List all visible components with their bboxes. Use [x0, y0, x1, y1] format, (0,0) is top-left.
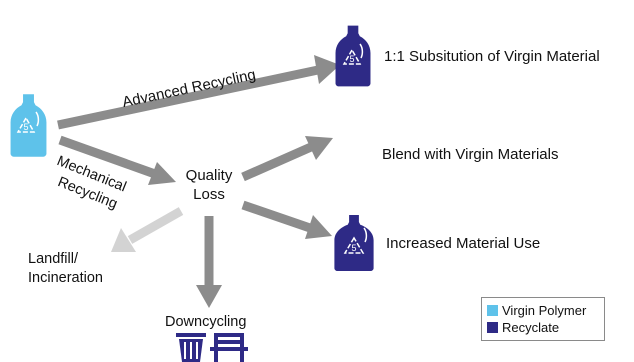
outcome-increased-use-label: Increased Material Use: [386, 235, 541, 252]
landfill-line2: Incineration: [28, 270, 103, 286]
recycle-code-blend: 5: [349, 137, 354, 147]
arrow-to-landfill: [111, 207, 184, 252]
downcycling-label: Downcycling: [165, 314, 247, 330]
legend-swatch-virgin: [487, 305, 498, 316]
recyclate-bottle-icon: 5: [335, 25, 371, 87]
landfill-label: Landfill/ Incineration: [28, 250, 103, 288]
legend-label-recyclate: Recyclate: [502, 320, 560, 335]
arrow-to-blend: [241, 136, 333, 182]
recycle-code-source: 5: [23, 122, 28, 132]
increased-use-bottle-icon: 5: [334, 215, 374, 271]
recycle-code-substitution: 5: [349, 54, 354, 64]
legend-item-virgin: Virgin Polymer: [487, 302, 599, 319]
legend-label-virgin: Virgin Polymer: [502, 303, 587, 318]
quality-loss-line2: Loss: [193, 186, 225, 203]
legend-item-recyclate: Recyclate: [487, 319, 599, 336]
bench-icon: [210, 333, 248, 362]
quality-loss-line1: Quality: [185, 167, 233, 184]
blend-bottle-icon: 5: [334, 104, 370, 164]
arrow-mechanical-recycling: [58, 135, 176, 185]
legend-swatch-recyclate: [487, 322, 498, 333]
quality-loss-label: Quality Loss: [178, 166, 240, 204]
outcome-blend-label: Blend with Virgin Materials: [382, 146, 559, 163]
arrow-advanced-recycling: [57, 55, 340, 130]
virgin-bottle-icon: 5: [10, 94, 47, 157]
trash-bin-icon: [176, 333, 206, 362]
legend: Virgin Polymer Recyclate: [481, 297, 605, 341]
arrow-to-downcycling: [196, 216, 222, 308]
outcome-substitution-label: 1:1 Subsitution of Virgin Material: [384, 48, 600, 65]
landfill-line1: Landfill/: [28, 251, 78, 267]
arrow-to-increased-use: [241, 200, 332, 239]
recycle-code-increased: 5: [351, 243, 356, 253]
